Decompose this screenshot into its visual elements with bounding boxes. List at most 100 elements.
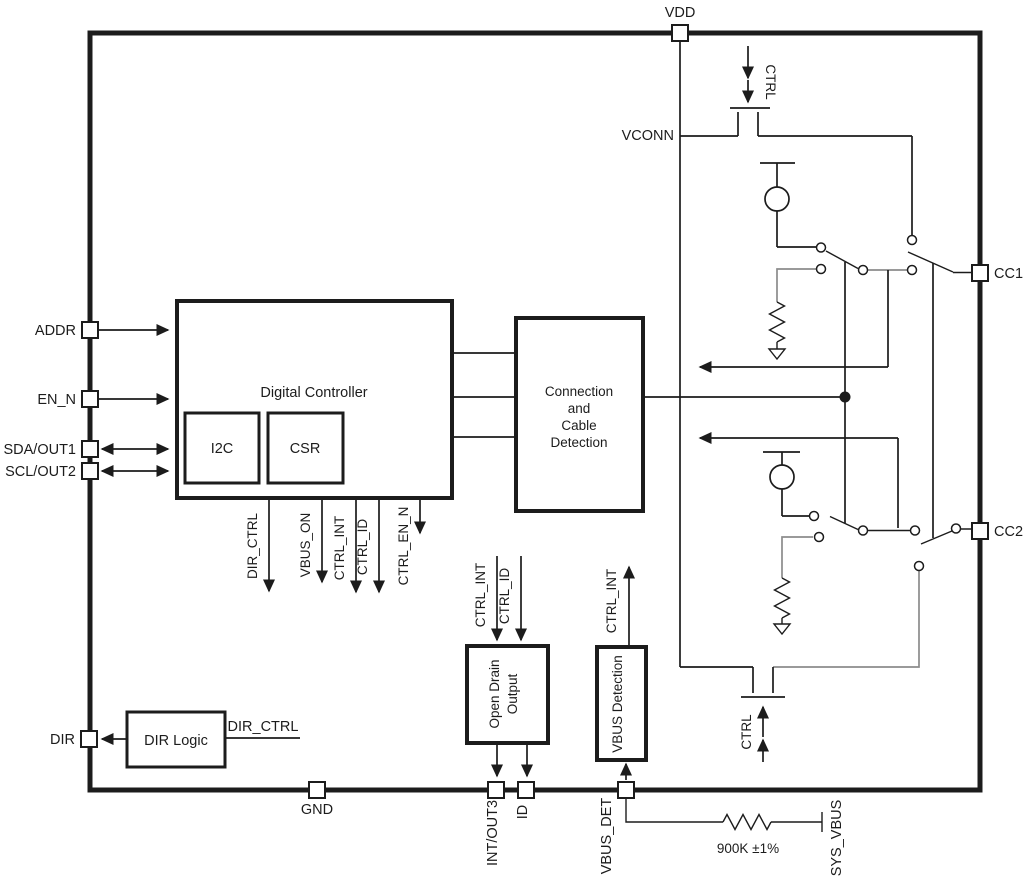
cs1-top [760,162,795,187]
cc2-contact-pivot [857,525,869,536]
gnd-pad [308,781,326,799]
addr-pad [81,321,99,339]
dir-ctrl-signal-label: DIR_CTRL [245,513,260,580]
i2c-label: I2C [211,441,234,457]
controller-signal-arrows [263,498,426,594]
id-pad [517,781,535,799]
scl-out2-pad [81,462,99,480]
cc1-current-source [764,186,790,212]
cc2-ground [772,623,792,636]
ctrl-en-n-signal-label: CTRL_EN_N [396,507,411,586]
cc1-label: CC1 [994,266,1023,282]
vconn-label: VCONN [622,128,674,144]
cc2-contact-cs [808,510,820,522]
vbus-detection-wires [620,565,823,832]
cc2-network [763,451,971,636]
vconn-wire-right [758,135,913,235]
cc2-current-source [769,464,795,490]
cc1-network [760,162,971,538]
vbus-detection-block [595,645,648,762]
cc1-rd-feed [776,268,816,302]
controller-detection-wires [452,270,899,528]
cs2-top [763,451,800,465]
csr-label: CSR [290,441,321,457]
vbus-det-pad [617,781,635,799]
left-pin-wires [99,324,170,477]
connection-cable-detection-block [514,316,645,513]
cc1-pad [971,264,989,282]
cc2-contact-rail [909,525,921,536]
vbus-fet [741,667,785,762]
cc1-switch-blade-right [907,251,971,274]
vconn-fet [730,107,770,136]
ccd-label-2: and [568,401,591,416]
junction-dot [839,391,851,403]
cc2-label: CC2 [994,524,1023,540]
vbus-detection-label: VBUS Detection [610,655,625,753]
labels: VDD ADDR EN_N SDA/OUT1 SCL/OUT2 DIR GND … [3,5,1023,876]
sys-vbus-terminal [771,812,823,832]
ext-resistor-900k [722,813,772,831]
cc1-sense-arrow [700,270,889,367]
dim-wires [773,268,920,668]
vdd-pad [671,24,689,42]
en-n-pad [81,390,99,408]
gnd-label: GND [301,802,333,818]
cc2-contact-rd [813,531,825,543]
id-label: ID [515,805,531,820]
cc2-switch-blade-left [829,515,859,531]
csr-block [266,411,345,485]
open-drain-wires [491,556,533,778]
vbus-on-signal-label: VBUS_ON [298,513,313,578]
cc1-ground [767,348,787,361]
dir-label: DIR [50,732,75,748]
cs1-bottom [776,211,816,248]
cc2-rd-feed [781,536,813,578]
ctrl-top-label: CTRL [763,64,778,100]
resistor-value-label: 900K ±1% [717,841,779,856]
pads [80,24,989,799]
dir-pad [80,730,98,748]
cc1-rd-resistor [768,301,786,349]
int-out3-label: INT/OUT3 [485,800,501,866]
dir-logic-label: DIR Logic [144,733,208,749]
ctrl-id-signal-label: CTRL_ID [355,519,370,576]
sda-out1-pad [81,440,99,458]
ctrl-bottom-label: CTRL [739,714,754,750]
ccd-label-3: Cable [561,418,596,433]
dir-ctrl-horizontal-label: DIR_CTRL [228,719,299,735]
vdd-vconn-network [679,42,913,668]
cc1-contact-pivot [857,264,869,276]
open-drain-output-block [465,644,550,745]
cc2-to-vbus-fet [773,570,920,668]
vbusdet-ctrl-int-label: CTRL_INT [604,569,619,634]
cc2-switch-blade-right [920,528,971,545]
cc1-contact-rd [815,263,827,275]
open-drain-label-2: Output [505,673,520,714]
cc2-contact-lower [913,560,925,572]
ccd-label-1: Connection [545,384,613,399]
digital-controller-label: Digital Controller [260,385,367,401]
vdd-rail [679,42,753,668]
cc2-contact-pad [950,523,962,534]
odo-ctrl-int-label: CTRL_INT [473,563,488,628]
vbus-det-label: VBUS_DET [599,798,615,875]
dir-wires [100,733,300,745]
i2c-block [183,411,261,485]
cs2-bottom [781,489,809,517]
cc1-switch-blade-left [825,250,859,270]
ccd-label-4: Detection [550,435,607,450]
vbus-det-ext-wire [625,799,723,823]
addr-label: ADDR [35,323,76,339]
int-out3-pad [487,781,505,799]
sys-vbus-label: SYS_VBUS [829,800,845,877]
cc1-contact-cs [815,242,827,253]
cc2-rd-resistor [773,577,791,624]
cc2-pad [971,522,989,540]
vbus-fet-body [741,667,785,698]
sda-out1-label: SDA/OUT1 [3,442,76,458]
en-n-label: EN_N [37,392,76,408]
scl-out2-label: SCL/OUT2 [5,464,76,480]
